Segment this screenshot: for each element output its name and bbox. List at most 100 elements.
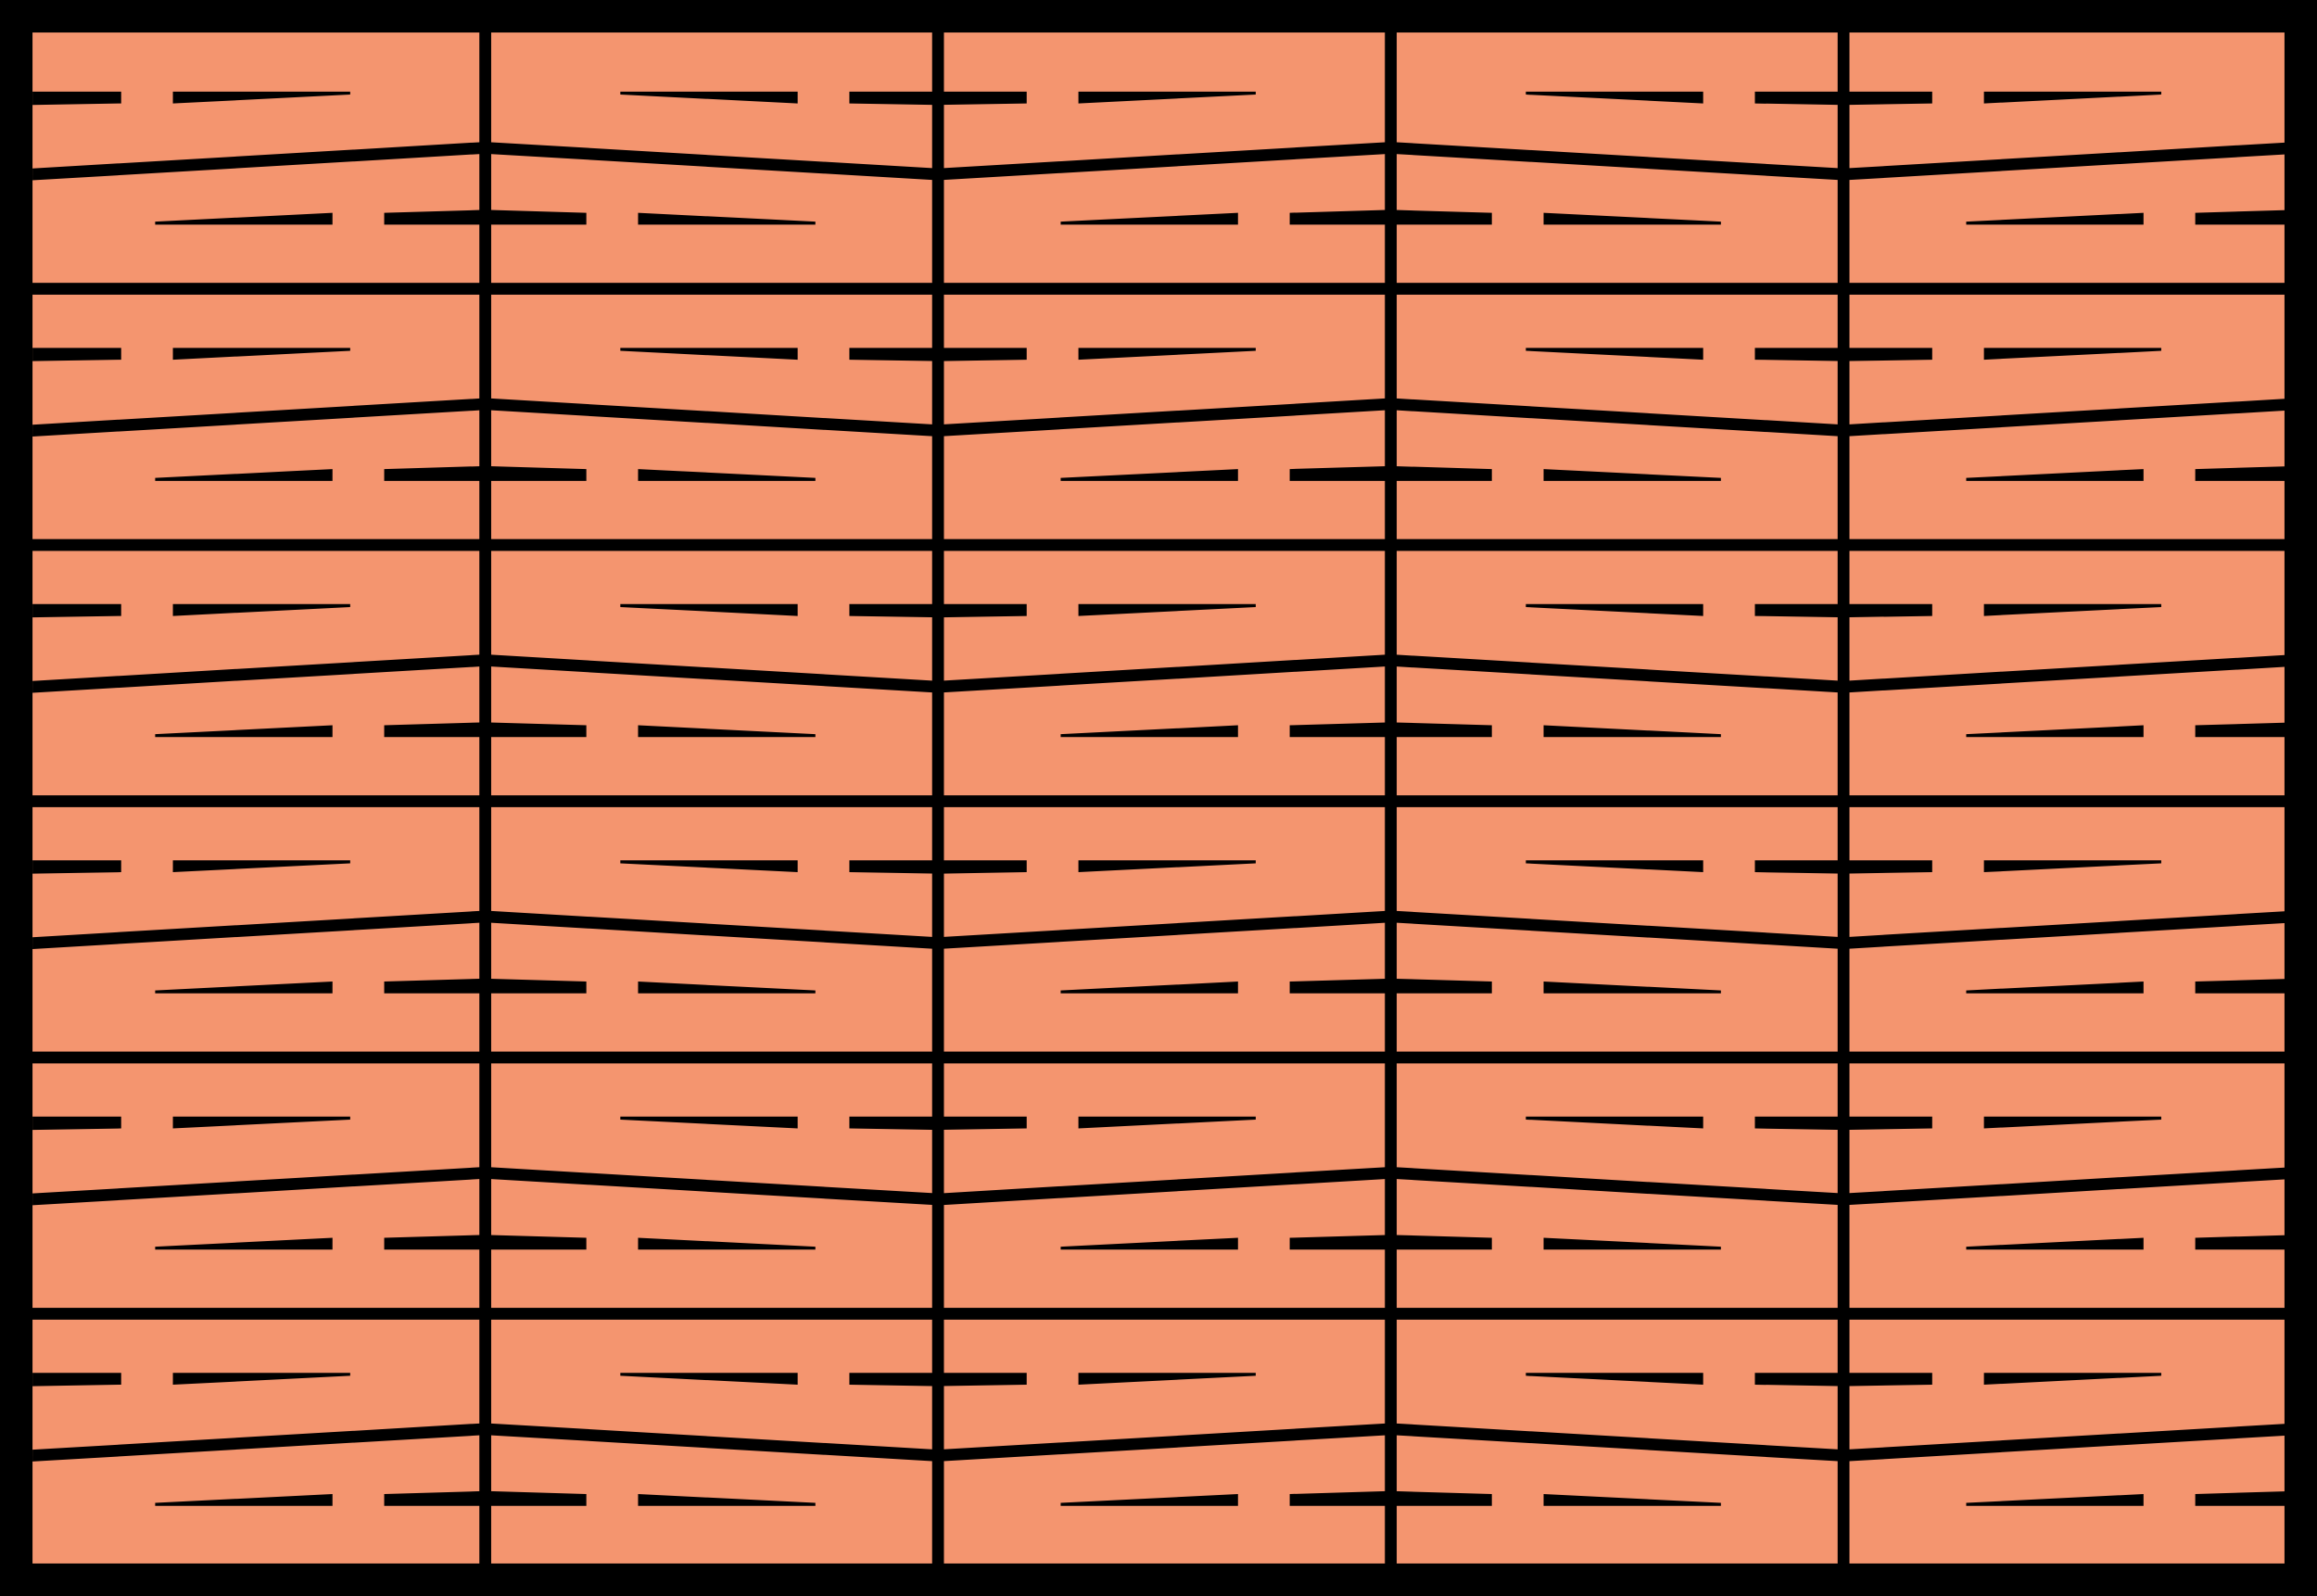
dash-block — [384, 465, 485, 481]
dash-wedge — [620, 348, 798, 361]
dash-block — [486, 722, 587, 738]
dash-wedge — [1966, 1237, 2144, 1250]
dash-block — [2195, 1235, 2297, 1250]
diagonal-band — [938, 654, 1391, 693]
dash-wedge — [638, 725, 816, 738]
dash-block — [32, 1373, 121, 1387]
dash-block — [1289, 1490, 1390, 1506]
dash-wedge — [1966, 982, 2144, 994]
diagonal-band — [485, 398, 939, 437]
dash-block — [32, 1116, 121, 1131]
diagonal-band — [938, 142, 1391, 181]
diagonal-band — [485, 910, 939, 949]
row-divider — [0, 538, 2317, 551]
dash-wedge — [1078, 348, 1256, 361]
dash-wedge — [1543, 982, 1721, 994]
dash-block — [486, 1490, 587, 1506]
dash-wedge — [1983, 1116, 2161, 1129]
dash-block — [1754, 860, 1844, 874]
dash-block — [1289, 465, 1390, 481]
dash-block — [849, 603, 939, 618]
diagonal-band — [485, 654, 939, 693]
dash-block — [1843, 1373, 1932, 1387]
dash-block — [2195, 465, 2297, 481]
dash-block — [2195, 1490, 2297, 1506]
diagonal-band — [32, 1166, 486, 1206]
dash-block — [32, 348, 121, 361]
dash-block — [486, 465, 587, 481]
dash-wedge — [1966, 469, 2144, 481]
dash-block — [849, 1116, 939, 1131]
dash-block — [849, 1373, 939, 1387]
dash-wedge — [1966, 1493, 2144, 1506]
dash-block — [1843, 603, 1932, 618]
dash-wedge — [1078, 603, 1256, 616]
dash-wedge — [1078, 860, 1256, 873]
diagonal-band — [1390, 1423, 1844, 1462]
dash-block — [384, 1235, 485, 1250]
dash-wedge — [620, 860, 798, 873]
dash-block — [2195, 978, 2297, 994]
dash-wedge — [1060, 1237, 1238, 1250]
dash-block — [1289, 1235, 1390, 1250]
diagonal-band — [938, 1423, 1391, 1462]
dash-wedge — [155, 1493, 333, 1506]
dash-block — [938, 1116, 1027, 1131]
dash-wedge — [155, 469, 333, 481]
dash-wedge — [1060, 469, 1238, 481]
dash-wedge — [1983, 91, 2161, 104]
dash-wedge — [638, 982, 816, 994]
dash-wedge — [1526, 603, 1703, 616]
dash-block — [1754, 1116, 1844, 1131]
diagonal-band — [32, 398, 486, 437]
dash-wedge — [1526, 860, 1703, 873]
dash-wedge — [1543, 212, 1721, 225]
dash-block — [1754, 348, 1844, 361]
dash-block — [1391, 1235, 1492, 1250]
dash-wedge — [1060, 725, 1238, 738]
dash-wedge — [638, 469, 816, 481]
dash-block — [1289, 722, 1390, 738]
dash-block — [938, 91, 1027, 106]
dash-block — [1289, 978, 1390, 994]
dash-wedge — [1543, 725, 1721, 738]
dash-wedge — [155, 982, 333, 994]
diagonal-band — [32, 142, 486, 181]
dash-wedge — [620, 1373, 798, 1385]
dash-wedge — [620, 91, 798, 104]
dash-wedge — [172, 1373, 350, 1385]
dash-wedge — [1983, 348, 2161, 361]
dash-wedge — [638, 1237, 816, 1250]
dash-block — [1289, 209, 1390, 225]
diagonal-band — [1843, 654, 2297, 693]
diagonal-band — [1390, 654, 1844, 693]
diagonal-band — [1843, 910, 2297, 949]
dash-block — [938, 603, 1027, 618]
dash-block — [849, 860, 939, 874]
dash-block — [2195, 722, 2297, 738]
dash-block — [938, 348, 1027, 361]
column-divider — [1837, 0, 1850, 1596]
dash-wedge — [1966, 212, 2144, 225]
diagonal-band — [938, 398, 1391, 437]
dash-block — [486, 209, 587, 225]
dash-wedge — [172, 860, 350, 873]
diagonal-band — [1390, 1166, 1844, 1206]
dash-block — [32, 860, 121, 874]
dash-block — [32, 91, 121, 106]
dash-wedge — [172, 91, 350, 104]
diagonal-band — [1843, 1423, 2297, 1462]
dash-wedge — [1060, 1493, 1238, 1506]
dash-block — [1391, 978, 1492, 994]
row-divider — [0, 795, 2317, 807]
dash-wedge — [1526, 348, 1703, 361]
diagonal-band — [32, 910, 486, 949]
column-divider — [931, 0, 944, 1596]
dash-block — [384, 978, 485, 994]
diagonal-band — [32, 654, 486, 693]
dash-wedge — [620, 1116, 798, 1129]
dash-wedge — [1078, 91, 1256, 104]
dash-wedge — [1526, 91, 1703, 104]
dash-block — [1391, 1490, 1492, 1506]
